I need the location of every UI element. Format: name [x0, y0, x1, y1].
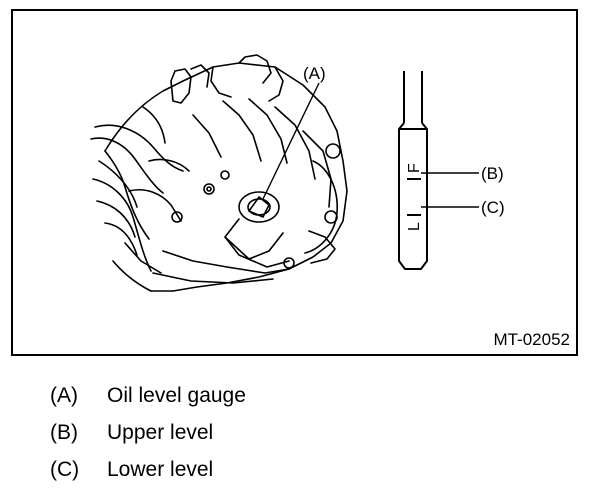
- legend-text: Upper level: [107, 421, 214, 444]
- figure-frame: (A) L F (B) (C) MT-02052: [11, 9, 578, 356]
- figure-id-label: MT-02052: [493, 330, 570, 349]
- transmission-drawing: [90, 54, 348, 292]
- callout-label-a: (A): [303, 64, 326, 83]
- leader-line-a: [262, 82, 320, 200]
- legend-text: Lower level: [107, 458, 214, 481]
- legend-item: (B) Upper level: [50, 421, 213, 445]
- figure-illustration: (A) L F (B) (C): [90, 54, 505, 292]
- legend-key: (C): [50, 458, 80, 481]
- legend-key: (A): [50, 384, 78, 407]
- legend-item: (A) Oil level gauge: [50, 384, 246, 408]
- legend-text: Oil level gauge: [107, 384, 246, 407]
- gauge-mark-lower: L: [406, 222, 423, 231]
- callout-label-c: (C): [481, 198, 505, 217]
- gauge-mark-upper: F: [406, 163, 423, 173]
- legend-key: (B): [50, 421, 78, 444]
- oil-level-gauge-tip: [398, 71, 428, 270]
- callout-label-b: (B): [481, 164, 504, 183]
- gauge-marks: L F: [406, 163, 423, 231]
- legend-item: (C) Lower level: [50, 458, 213, 482]
